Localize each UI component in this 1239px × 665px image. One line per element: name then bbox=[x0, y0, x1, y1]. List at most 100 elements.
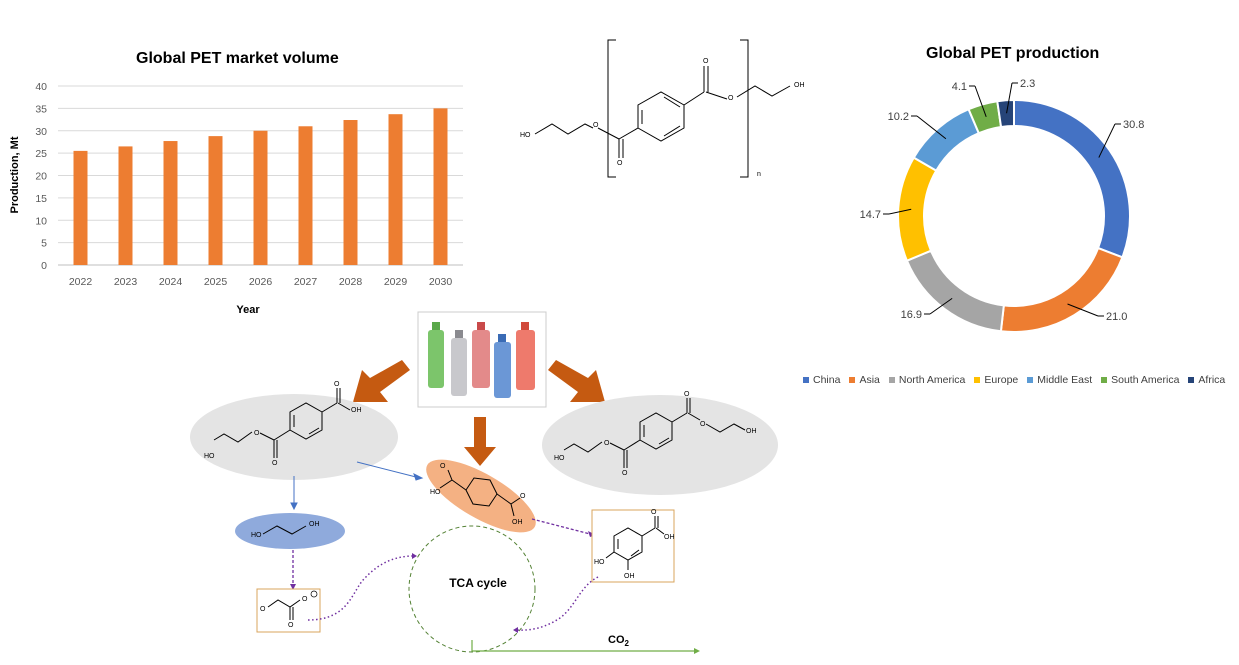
bar-chart-title: Global PET market volume bbox=[136, 50, 339, 67]
legend-item: South America bbox=[1101, 374, 1179, 386]
donut-slices bbox=[897, 98, 1131, 333]
y-tick-label: 5 bbox=[41, 238, 47, 250]
o-label: O bbox=[593, 122, 599, 129]
legend-swatch bbox=[888, 377, 895, 383]
bar bbox=[118, 146, 133, 265]
o-label: O bbox=[272, 460, 278, 467]
x-tick-label: 2023 bbox=[114, 276, 138, 288]
o-label: O bbox=[651, 509, 657, 516]
tca-cycle-label: TCA cycle bbox=[449, 576, 507, 590]
ho-label: HO bbox=[430, 489, 441, 496]
donut-data-label: 4.1 bbox=[952, 81, 967, 93]
co2-label: CO2 bbox=[608, 634, 630, 648]
legend-swatch bbox=[974, 377, 981, 383]
bar bbox=[163, 141, 178, 265]
y-tick-label: 35 bbox=[35, 103, 47, 115]
o-label: O bbox=[302, 596, 308, 603]
arrow-down-left bbox=[353, 360, 410, 402]
oh-label: OH bbox=[624, 573, 635, 580]
legend-label: China bbox=[813, 374, 841, 386]
legend-swatch bbox=[803, 377, 809, 383]
o-label: O bbox=[604, 440, 610, 447]
pet-bottles-image bbox=[417, 311, 547, 408]
legend-label: Middle East bbox=[1037, 374, 1093, 386]
legend-swatch bbox=[1101, 377, 1108, 383]
o-label: O bbox=[728, 95, 734, 102]
tca-cycle-circle bbox=[408, 525, 536, 653]
donut-slice bbox=[912, 107, 981, 173]
legend-item: Europe bbox=[974, 374, 1018, 386]
oh-label: OH bbox=[309, 521, 320, 528]
o-label: O bbox=[700, 421, 706, 428]
legend-item: Middle East bbox=[1027, 374, 1092, 386]
legend-swatch bbox=[1188, 377, 1195, 383]
oh-label-right: OH bbox=[794, 82, 805, 89]
o-label: O bbox=[617, 160, 623, 167]
arrow-down-center bbox=[464, 417, 496, 466]
x-tick-label: 2025 bbox=[204, 276, 228, 288]
o-label: O bbox=[288, 622, 294, 629]
y-tick-label: 15 bbox=[35, 193, 47, 205]
y-axis-label: Production, Mt bbox=[9, 136, 21, 213]
ho-label: HO bbox=[204, 453, 215, 460]
donut-slice bbox=[897, 156, 938, 263]
mhet-molecule bbox=[213, 388, 351, 458]
leader-line bbox=[888, 208, 912, 215]
x-axis-label: Year bbox=[236, 304, 260, 316]
legend-item: North America bbox=[888, 374, 966, 386]
o-label: O bbox=[334, 381, 340, 388]
leader-line bbox=[929, 297, 953, 315]
x-tick-label: 2029 bbox=[384, 276, 408, 288]
o-label: O bbox=[260, 606, 266, 613]
oh-label: OH bbox=[512, 519, 523, 526]
legend-label: North America bbox=[898, 374, 966, 386]
donut-slice bbox=[996, 98, 1015, 129]
repeat-n-label: n bbox=[757, 171, 761, 178]
bar bbox=[388, 114, 403, 265]
leader-line bbox=[974, 85, 987, 117]
tpa-ellipse bbox=[426, 459, 536, 533]
leader-line bbox=[1006, 82, 1013, 114]
legend-swatch bbox=[849, 377, 856, 383]
donut-data-label: 10.2 bbox=[888, 111, 909, 123]
donut-chart-title: Global PET production bbox=[926, 45, 1100, 62]
bar bbox=[73, 150, 88, 265]
leader-line bbox=[916, 115, 947, 140]
bar bbox=[298, 126, 313, 266]
y-tick-label: 25 bbox=[35, 148, 47, 160]
donut-data-label: 2.3 bbox=[1020, 78, 1035, 90]
donut-legend: China Asia North America Europe Middle East S… bbox=[803, 370, 1234, 388]
ho-label: HO bbox=[251, 532, 262, 539]
pet-repeat-unit-structure: HO O O O O OH n bbox=[520, 39, 805, 178]
donut-data-label: 30.8 bbox=[1123, 119, 1144, 131]
o-label: O bbox=[703, 58, 709, 65]
legend-item: Asia bbox=[849, 374, 880, 386]
ho-label: HO bbox=[554, 455, 565, 462]
pet-degradation-diagram: O OH O O HO O O OH O O HO O HO O OH bbox=[190, 311, 778, 654]
legend-item: Africa bbox=[1188, 374, 1225, 386]
bar bbox=[208, 136, 223, 265]
x-tick-label: 2028 bbox=[339, 276, 363, 288]
legend-label: Asia bbox=[859, 374, 880, 386]
donut-slice bbox=[1013, 98, 1131, 259]
x-tick-label: 2026 bbox=[249, 276, 273, 288]
y-tick-label: 10 bbox=[35, 215, 47, 227]
bar bbox=[343, 120, 358, 265]
y-tick-label: 40 bbox=[35, 81, 47, 93]
legend-item: China bbox=[803, 374, 840, 386]
donut-data-label: 14.7 bbox=[860, 209, 881, 221]
bar-chart-bars bbox=[73, 108, 448, 266]
tpa-molecule bbox=[439, 469, 521, 517]
oh-label: OH bbox=[746, 428, 757, 435]
bar bbox=[253, 130, 268, 265]
ethylene-glycol-ellipse bbox=[235, 513, 345, 549]
donut-data-label: 21.0 bbox=[1106, 311, 1127, 323]
ho-label: HO bbox=[594, 559, 605, 566]
o-label: O bbox=[684, 391, 690, 398]
ho-label-left: HO bbox=[520, 132, 531, 139]
y-tick-label: 20 bbox=[35, 171, 47, 183]
bhet-ellipse bbox=[542, 395, 778, 495]
legend-label: Europe bbox=[984, 374, 1019, 386]
